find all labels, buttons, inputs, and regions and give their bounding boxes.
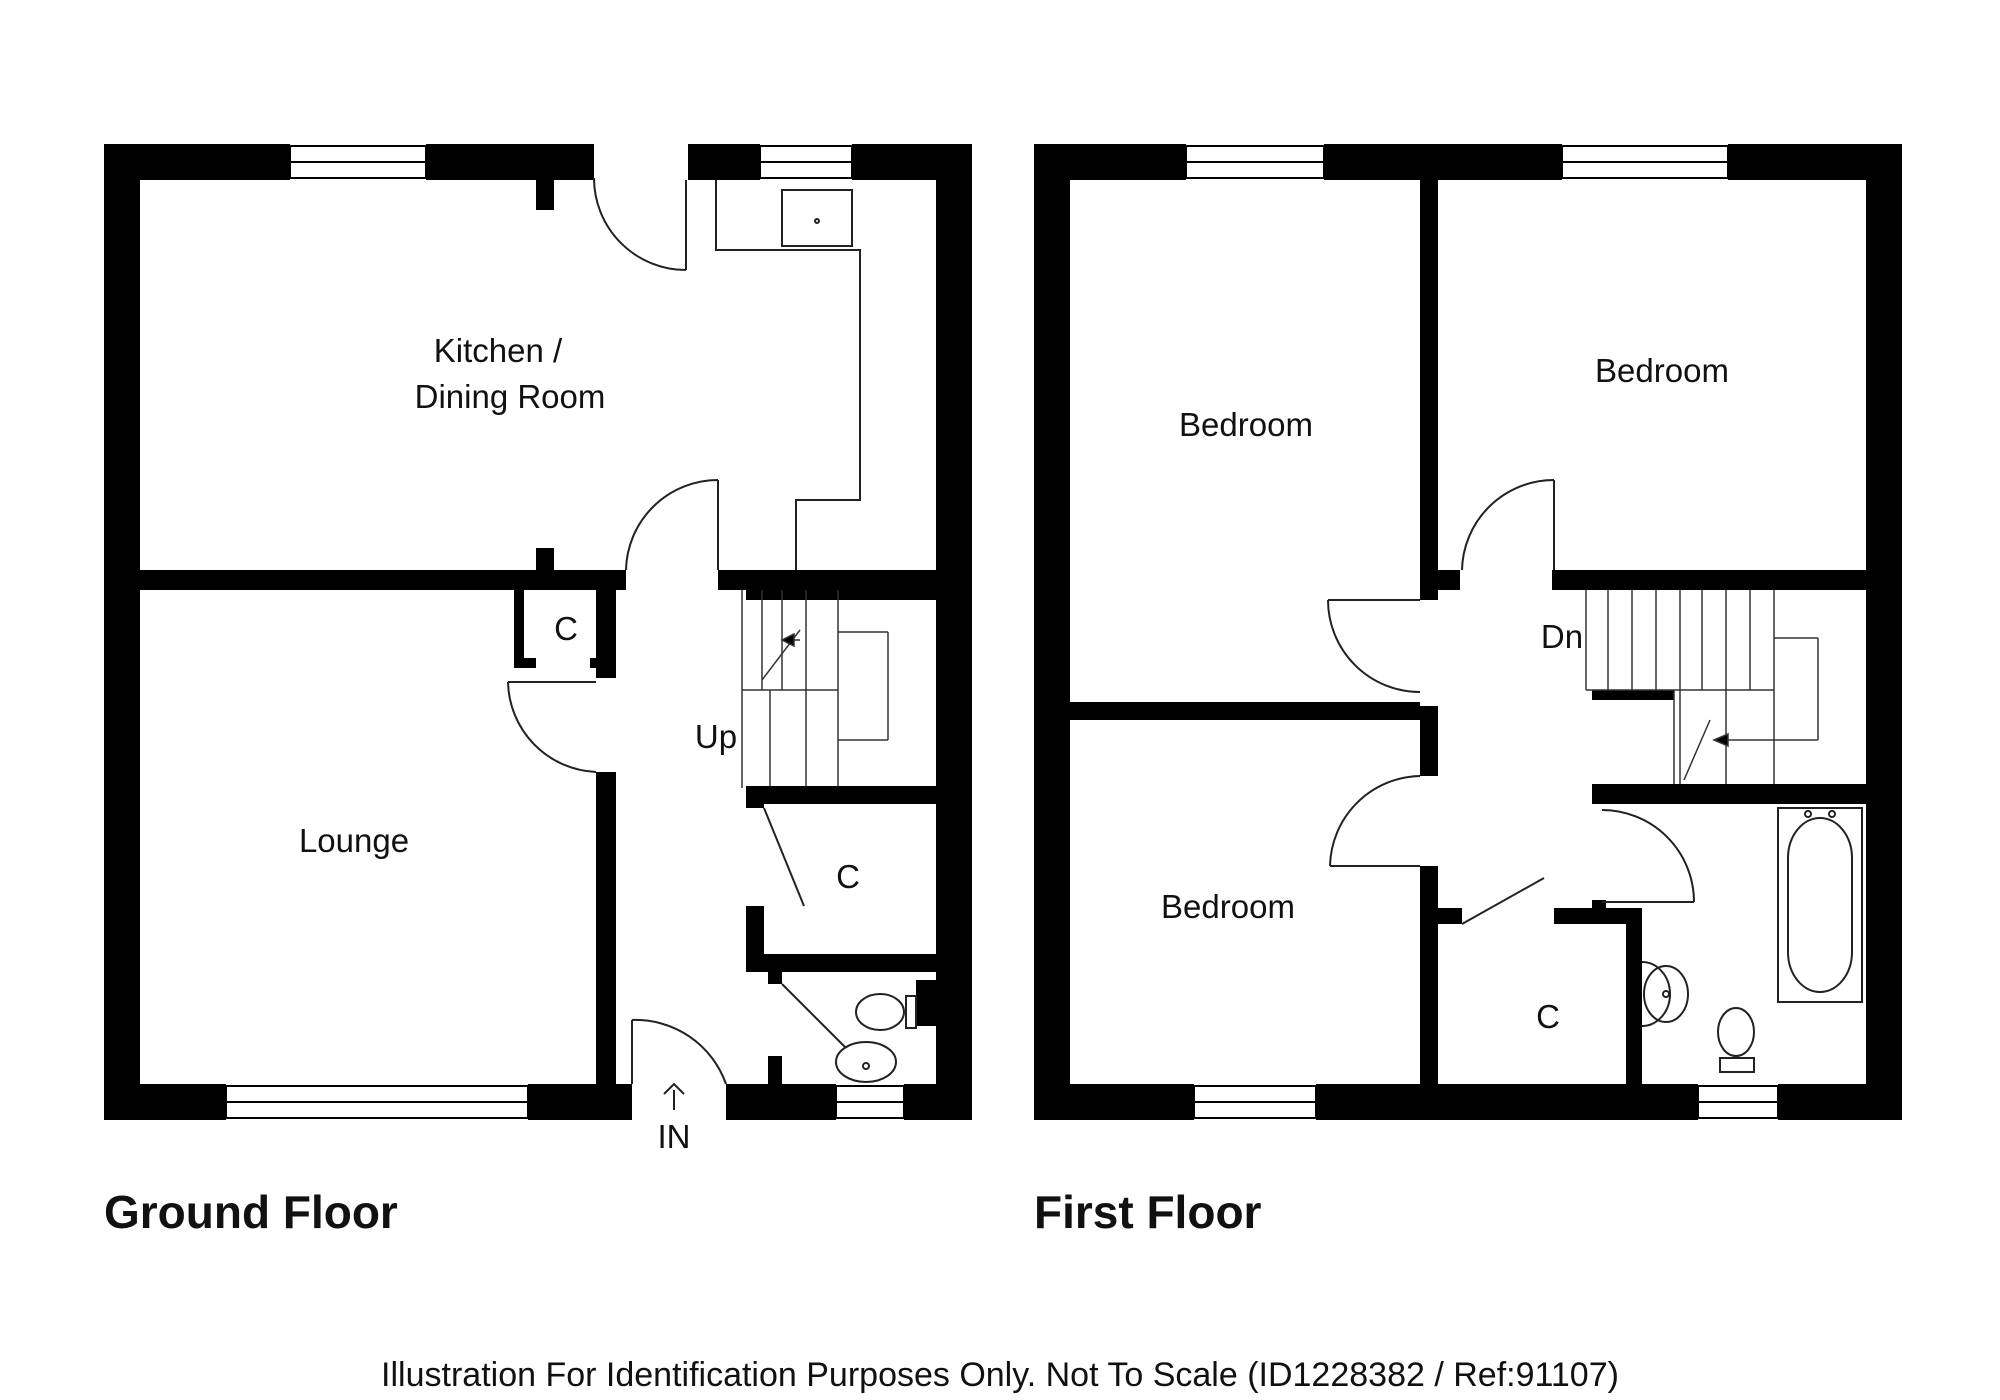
first-floor-title: First Floor — [1034, 1186, 1262, 1238]
first-floor-interior-walls — [1070, 180, 1866, 1084]
stairs-up-label: Up — [695, 718, 737, 755]
footer-disclaimer: Illustration For Identification Purposes… — [381, 1356, 1619, 1394]
bedroom-left-top-label: Bedroom — [1179, 406, 1313, 443]
first-floor-plan: Bedroom Bedroom Bedroom C Dn — [1034, 144, 1902, 1120]
ground-floor-kitchen-fittings — [715, 180, 861, 570]
first-floor-windows — [1185, 145, 1779, 1119]
hall-cupboard-label: C — [836, 858, 860, 895]
entrance-label: IN — [658, 1118, 691, 1155]
bedroom-right-top-label: Bedroom — [1595, 352, 1729, 389]
ground-floor-interior-walls — [140, 180, 936, 1084]
entrance-arrow-icon — [663, 1082, 685, 1110]
ground-floor-stairs — [741, 590, 889, 788]
ground-floor-plan: Kitchen / Dining Room Lounge C C Up IN — [104, 144, 972, 1155]
ground-floor-title: Ground Floor — [104, 1186, 398, 1238]
kitchen-label-line1: Kitchen / — [434, 332, 563, 369]
first-floor-cupboard-label: C — [1536, 998, 1560, 1035]
lounge-cupboard-label: C — [554, 610, 578, 647]
stairs-down-label: Dn — [1541, 618, 1583, 655]
ground-floor-windows — [225, 145, 905, 1119]
ground-floor-wc-fixtures — [835, 993, 917, 1083]
first-floor-doors — [1327, 479, 1695, 925]
lounge-label: Lounge — [299, 822, 409, 859]
ground-floor-doors — [507, 177, 847, 1085]
ground-floor-outer-walls — [104, 144, 972, 1120]
bedroom-bottom-label: Bedroom — [1161, 888, 1295, 925]
kitchen-label-line2: Dining Room — [415, 378, 606, 415]
first-floor-stairs — [1585, 590, 1819, 784]
first-floor-bathroom-fixtures — [1641, 807, 1863, 1073]
first-floor-outer-walls — [1034, 144, 1902, 1120]
